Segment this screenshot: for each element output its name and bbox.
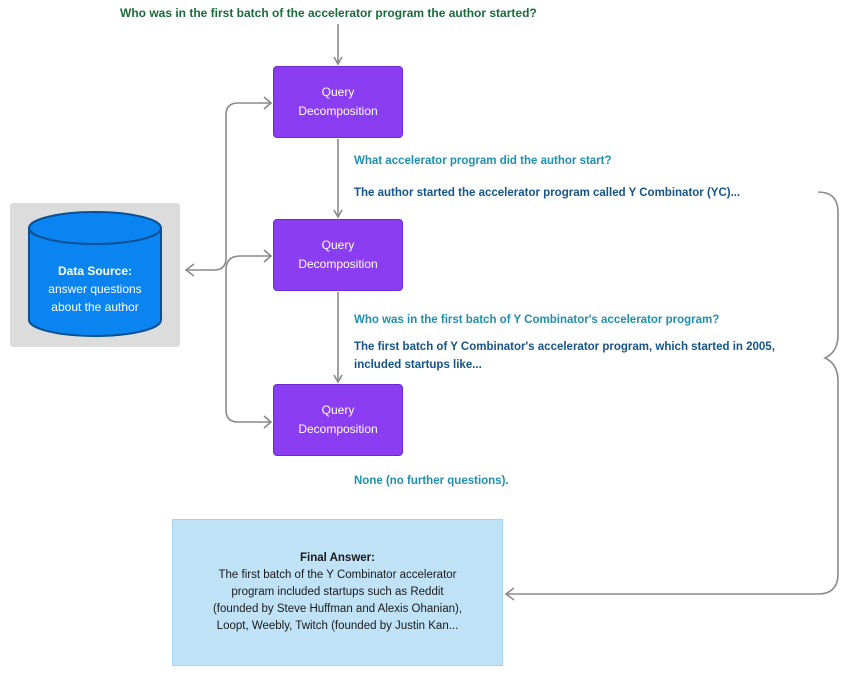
sub-answer-2-line1: The first batch of Y Combinator's accele… xyxy=(354,341,775,353)
arrowhead-qd1 xyxy=(263,96,273,110)
sub-answer-2: The first batch of Y Combinator's accele… xyxy=(354,338,775,374)
query-decomposition-box-3: Query Decomposition xyxy=(273,384,403,456)
arrowhead-final xyxy=(504,587,515,601)
sub-answer-1: The author started the accelerator progr… xyxy=(354,187,741,199)
arrowhead-data-source xyxy=(184,263,195,277)
input-question: Who was in the first batch of the accele… xyxy=(120,6,537,20)
final-answer-line: (founded by Steve Huffman and Alexis Oha… xyxy=(212,603,463,615)
arrowhead-qd2 xyxy=(263,249,273,263)
query-box-label-line1: Query xyxy=(321,403,355,417)
query-box-label-line2: Decomposition xyxy=(298,422,378,436)
query-box-label-line1: Query xyxy=(321,238,355,252)
sub-question-1: What accelerator program did the author … xyxy=(354,155,612,167)
final-answer-box: Final Answer: The first batch of the Y C… xyxy=(172,519,503,666)
database-icon xyxy=(28,211,162,337)
brace-answers-to-final xyxy=(506,191,839,595)
query-box-label-line2: Decomposition xyxy=(298,257,378,271)
query-box-label-line2: Decomposition xyxy=(298,104,378,118)
data-source-desc-line2: about the author xyxy=(51,300,139,314)
data-source-desc-line1: answer questions xyxy=(48,282,142,296)
data-source-label: Data Source: answer questions about the … xyxy=(26,262,164,316)
final-answer-title: Final Answer: xyxy=(300,552,375,564)
final-answer-line: Loopt, Weebly, Twitch (founded by Justin… xyxy=(216,620,459,632)
query-decomposition-box-2: Query Decomposition xyxy=(273,219,403,291)
data-source-title: Data Source: xyxy=(57,264,133,278)
final-answer-line: The first batch of the Y Combinator acce… xyxy=(218,569,457,581)
query-decomposition-box-1: Query Decomposition xyxy=(273,66,403,138)
no-further-questions: None (no further questions). xyxy=(354,475,509,487)
sub-answer-2-line2: included startups like... xyxy=(354,359,482,371)
final-answer-line: program included startups such as Reddit xyxy=(231,586,444,598)
query-box-label-line1: Query xyxy=(321,85,355,99)
bracket-data-source xyxy=(186,102,271,423)
sub-question-2: Who was in the first batch of Y Combinat… xyxy=(354,314,720,326)
arrowhead-qd3 xyxy=(263,415,273,429)
